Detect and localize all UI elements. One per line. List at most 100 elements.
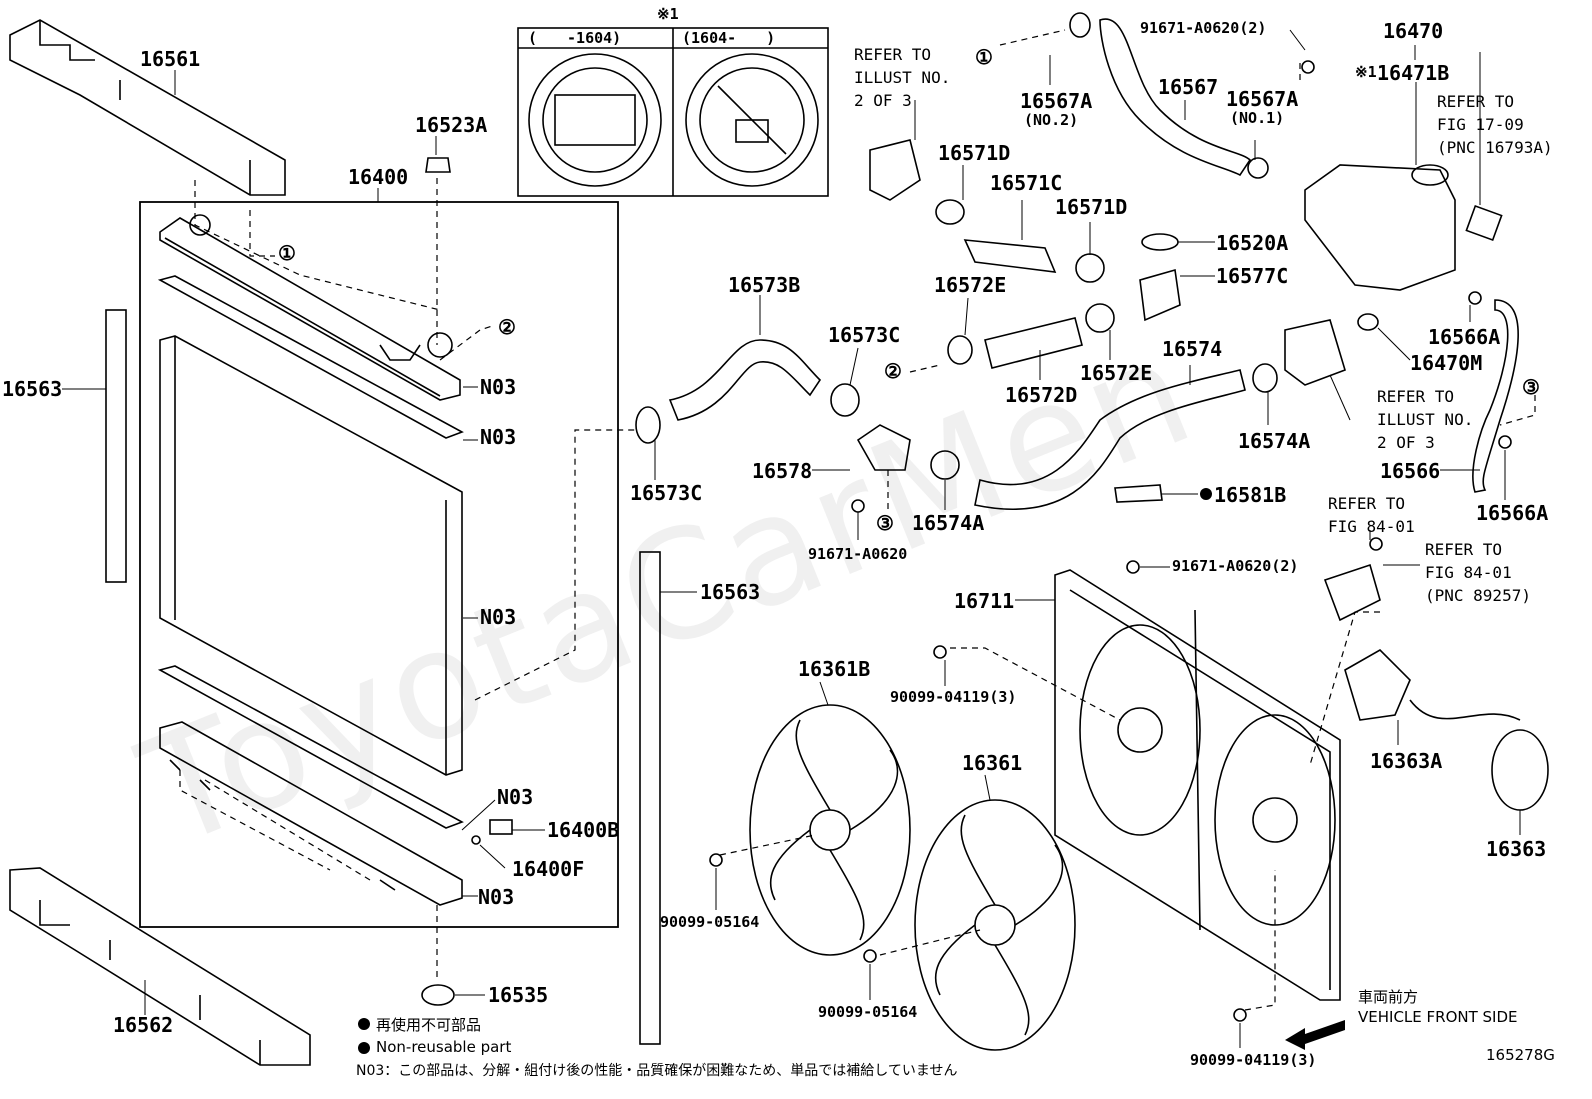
part-label-90099-04119-a: 90099-04119(3) xyxy=(890,688,1017,706)
note-no1: (NO.1) xyxy=(1230,109,1285,127)
part-label-90099-05164-a: 90099-05164 xyxy=(660,913,760,931)
note-mark-top: ※1 xyxy=(657,5,679,23)
part-label-91671-A0620-2-mid: 91671-A0620(2) xyxy=(1172,557,1299,575)
hose-16566 xyxy=(1472,299,1519,493)
part-label-16572E-b: 16572E xyxy=(1080,361,1153,385)
part-label-90099-05164-b: 90099-05164 xyxy=(818,1003,918,1021)
upper-gasket xyxy=(157,275,464,439)
part-label-16571C: 16571C xyxy=(990,171,1063,195)
part-label-16711: 16711 xyxy=(954,589,1015,613)
part-label-n03-4: N03 xyxy=(497,785,534,809)
part-label-16470: 16470 xyxy=(1383,19,1444,43)
direction-jp: 車両前方 xyxy=(1358,988,1419,1006)
part-label-16581B: 16581B xyxy=(1214,483,1287,507)
lower-support-bracket xyxy=(9,867,311,1066)
hose-16572D xyxy=(984,317,1083,369)
part-label-16523A: 16523A xyxy=(415,113,488,137)
part-label-16572D: 16572D xyxy=(1005,383,1078,407)
clip-16581B xyxy=(1114,484,1163,503)
part-label-16471B: 16471B xyxy=(1377,61,1450,85)
part-label-16567A-no1: 16567A xyxy=(1226,87,1299,111)
part-label-16567A-no2: 16567A xyxy=(1020,89,1093,113)
circled-ref-1-radiator: ① xyxy=(278,241,296,265)
legend-n03-note: N03：この部品は、分解・組付け後の性能・品質確保が困難なため、単品では補給して… xyxy=(356,1063,958,1079)
inset-header-left: ( -1604) xyxy=(528,29,622,47)
part-label-n03-5: N03 xyxy=(478,885,515,909)
part-label-16563-right: 16563 xyxy=(700,580,761,604)
hose-16574 xyxy=(974,369,1246,511)
fan-shroud xyxy=(1054,569,1341,1001)
refer-fig-84-01-a: REFER TO FIG 84-01 xyxy=(1328,494,1415,536)
legend-en: Non-reusable part xyxy=(376,1038,512,1056)
part-label-16567: 16567 xyxy=(1158,75,1219,99)
part-label-n03-1: N03 xyxy=(480,375,517,399)
refer-illust-mid: REFER TO ILLUST NO. 2 OF 3 xyxy=(1377,387,1474,452)
part-label-16400F: 16400F xyxy=(512,857,585,881)
inset-header-right: (1604- ) xyxy=(682,29,776,47)
part-label-16573C-a: 16573C xyxy=(828,323,901,347)
part-label-16562: 16562 xyxy=(113,1013,174,1037)
part-label-16566A-b: 16566A xyxy=(1476,501,1549,525)
lower-tank xyxy=(159,721,463,906)
part-label-90099-04119-b: 90099-04119(3) xyxy=(1190,1051,1317,1069)
outlet-housing-mid xyxy=(1284,319,1346,386)
circled-ref-2-radiator: ② xyxy=(498,315,516,339)
part-label-16400B: 16400B xyxy=(547,818,620,842)
reservoir-tank xyxy=(1304,164,1456,291)
part-label-91671-A0620: 91671-A0620 xyxy=(808,545,908,563)
part-label-16572E-a: 16572E xyxy=(934,273,1007,297)
part-label-16578: 16578 xyxy=(752,459,813,483)
bleeder-cap xyxy=(425,157,451,173)
part-label-16573B: 16573B xyxy=(728,273,801,297)
upper-support-bracket xyxy=(9,19,286,196)
part-label-16470M: 16470M xyxy=(1410,351,1483,375)
part-label-16574: 16574 xyxy=(1162,337,1223,361)
non-reusable-dot xyxy=(358,1018,370,1030)
refer-fig-17-09: REFER TO FIG 17-09 (PNC 16793A) xyxy=(1437,92,1553,157)
filler-neck-16577C xyxy=(1139,268,1181,322)
fan-16361B xyxy=(749,704,911,956)
hose-16571C xyxy=(963,239,1057,273)
direction-en: VEHICLE FRONT SIDE xyxy=(1358,1008,1518,1026)
part-label-16566: 16566 xyxy=(1380,459,1441,483)
hose-16573B xyxy=(668,339,822,421)
outlet-housing-top xyxy=(869,139,921,201)
circled-ref-3-joint: ③ xyxy=(876,511,894,535)
part-label-16577C: 16577C xyxy=(1216,264,1289,288)
circled-ref-1-hose: ① xyxy=(975,45,993,69)
part-label-16573C-b: 16573C xyxy=(630,481,703,505)
part-label-16361B: 16361B xyxy=(798,657,871,681)
fan-motor-16363A xyxy=(1344,649,1411,721)
lower-cushion xyxy=(421,984,455,1006)
note-no2: (NO.2) xyxy=(1024,111,1079,129)
part-label-n03-3: N03 xyxy=(480,605,517,629)
upper-tank xyxy=(159,217,461,401)
seal-strip-right xyxy=(639,551,661,1045)
part-label-n03-2: N03 xyxy=(480,425,517,449)
part-label-16574A-a: 16574A xyxy=(912,511,985,535)
diagram-id: 165278G xyxy=(1486,1046,1555,1064)
part-label-16400: 16400 xyxy=(348,165,409,189)
fan-16361 xyxy=(914,799,1076,1051)
part-label-16563-left: 16563 xyxy=(2,377,63,401)
part-label-16363A: 16363A xyxy=(1370,749,1443,773)
radiator-assembly-frame xyxy=(139,201,619,928)
part-label-16574A-b: 16574A xyxy=(1238,429,1311,453)
part-label-16361: 16361 xyxy=(962,751,1023,775)
refer-illust-top: REFER TO ILLUST NO. 2 OF 3 xyxy=(854,45,951,110)
seal-strip-left xyxy=(105,309,127,583)
fan-motor-16363 xyxy=(1491,729,1549,811)
front-direction-arrow xyxy=(1285,1020,1345,1050)
circled-ref-2-hose: ② xyxy=(884,359,902,383)
part-label-16571D-b: 16571D xyxy=(1055,195,1128,219)
part-label-16535: 16535 xyxy=(488,983,549,1007)
legend-jp: 再使用不可部品 xyxy=(376,1016,482,1034)
lower-gasket xyxy=(157,665,464,829)
hose-16567 xyxy=(1099,18,1252,177)
part-label-16520A: 16520A xyxy=(1216,231,1289,255)
hose-joint-16578 xyxy=(856,424,911,471)
part-label-16363: 16363 xyxy=(1486,837,1547,861)
resistor-block xyxy=(1323,563,1381,622)
part-label-16566A-a: 16566A xyxy=(1428,325,1501,349)
